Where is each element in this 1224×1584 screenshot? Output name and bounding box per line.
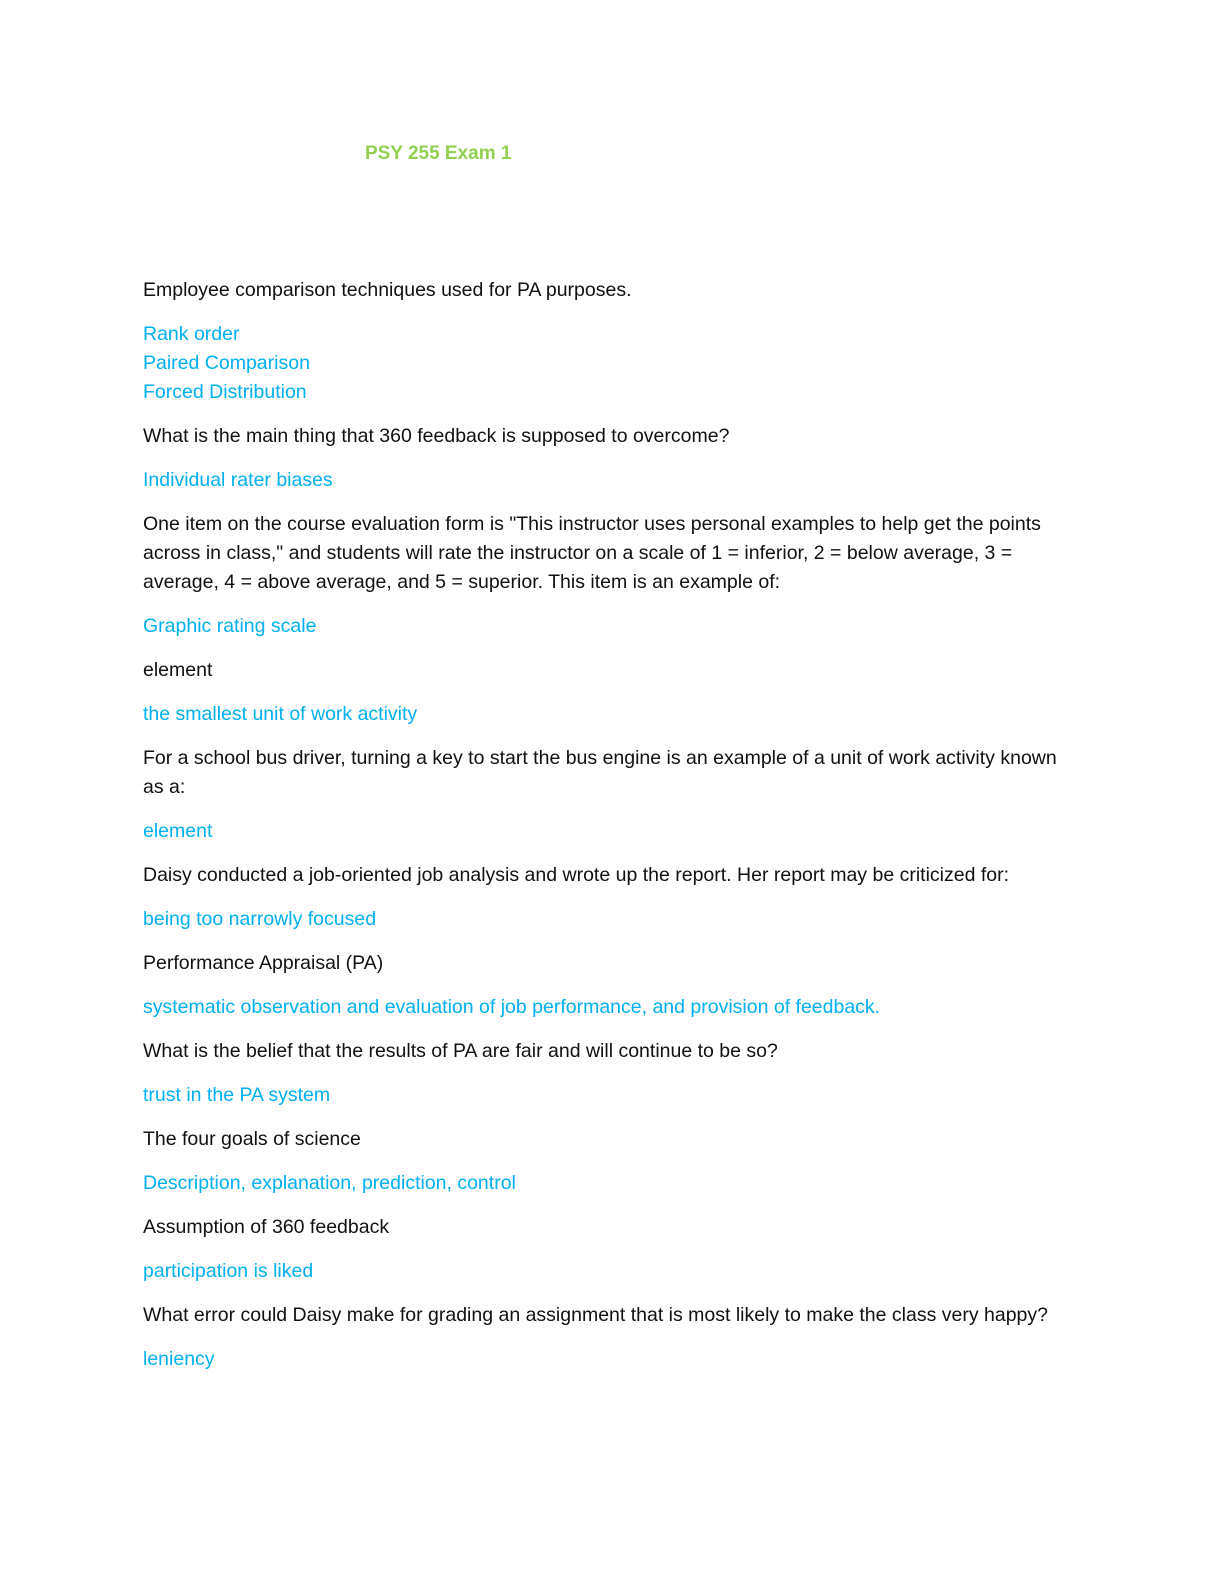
answer-line: Rank order [143, 323, 240, 345]
answer-text: participation is liked [143, 1260, 314, 1282]
document-title: PSY 255 Exam 1 [365, 143, 512, 164]
question-text: The four goals of science [143, 1128, 361, 1150]
answer-text: Individual rater biases [143, 469, 333, 491]
answer-line: Forced Distribution [143, 381, 307, 403]
question-text: Daisy conducted a job-oriented job analy… [143, 864, 1010, 886]
answer-text: Graphic rating scale [143, 615, 317, 637]
answer-text: leniency [143, 1348, 215, 1370]
answer-text: systematic observation and evaluation of… [143, 996, 881, 1018]
question-text: What is the belief that the results of P… [143, 1040, 778, 1062]
question-text: One item on the course evaluation form i… [143, 513, 1041, 593]
question-text: For a school bus driver, turning a key t… [143, 747, 1057, 798]
answer-text: the smallest unit of work activity [143, 703, 418, 725]
question-text: Employee comparison techniques used for … [143, 279, 632, 301]
answer-line: Paired Comparison [143, 352, 310, 374]
answer-list: Rank order Paired Comparison Forced Dist… [143, 320, 1073, 407]
question-text: Assumption of 360 feedback [143, 1216, 390, 1238]
answer-text: element [143, 820, 213, 842]
question-text: Performance Appraisal (PA) [143, 952, 384, 974]
answer-text: trust in the PA system [143, 1084, 331, 1106]
answer-text: being too narrowly focused [143, 908, 377, 930]
document-body: Employee comparison techniques used for … [143, 276, 1073, 1389]
question-text: element [143, 659, 213, 681]
question-text: What is the main thing that 360 feedback… [143, 425, 730, 447]
answer-text: Description, explanation, prediction, co… [143, 1172, 516, 1194]
question-text: What error could Daisy make for grading … [143, 1304, 1048, 1326]
